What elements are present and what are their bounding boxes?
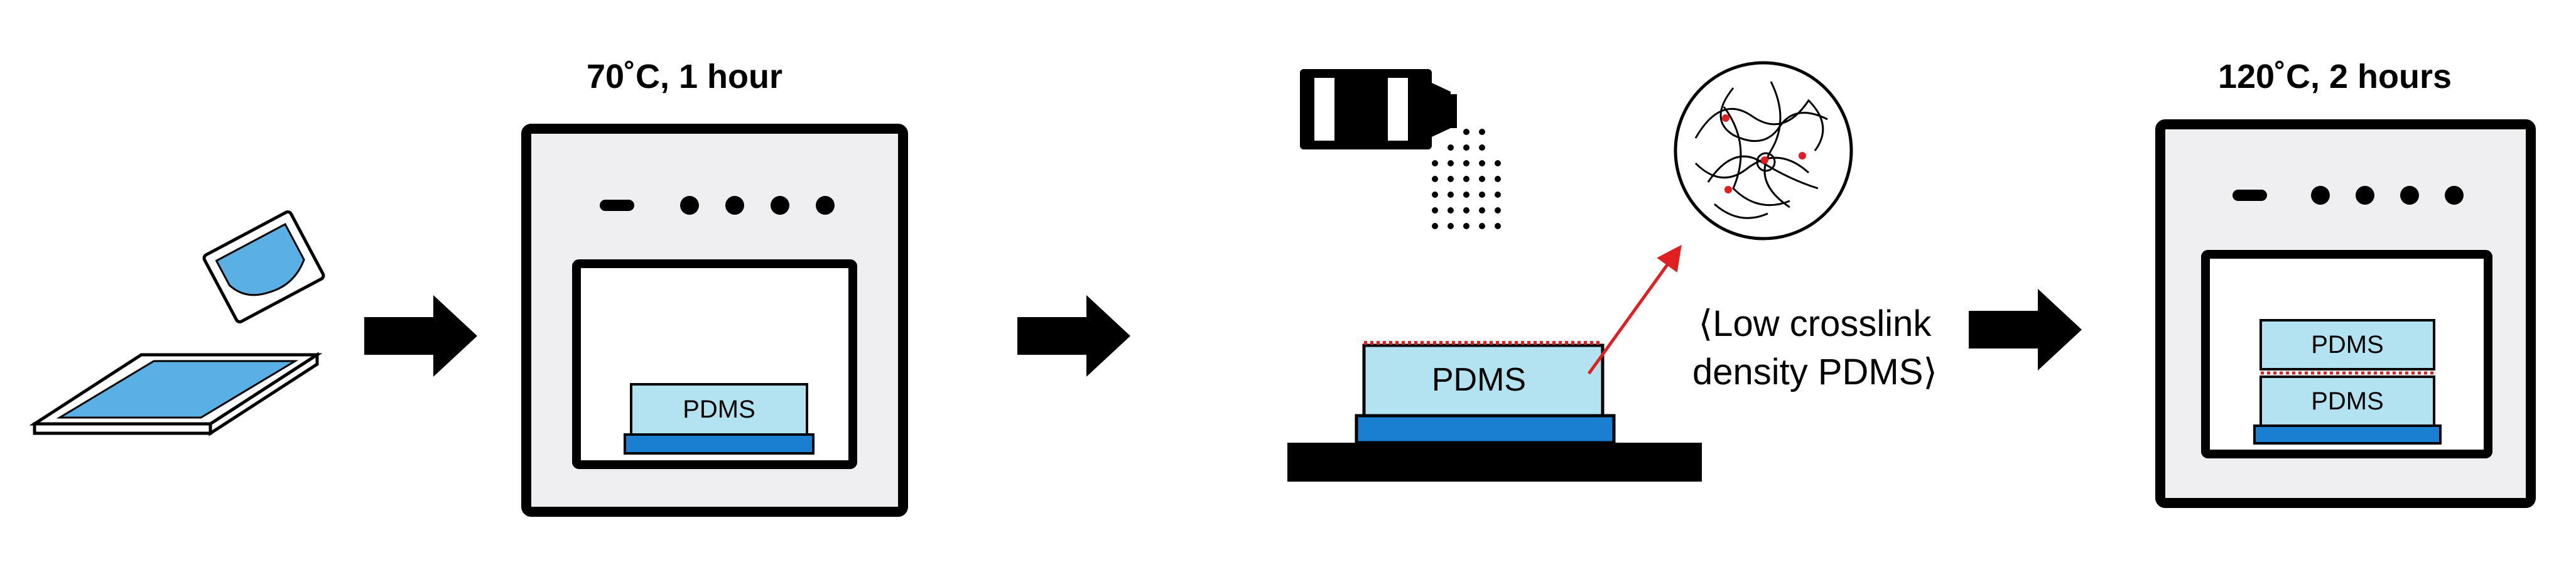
process-arrow bbox=[364, 295, 477, 377]
pdms-layer bbox=[1362, 343, 1605, 418]
pdms-label: PDMS bbox=[2311, 331, 2384, 359]
hot-plate bbox=[1287, 443, 1702, 482]
pdms-label: PDMS bbox=[1432, 362, 1526, 398]
oven-knob bbox=[2445, 186, 2464, 205]
substrate bbox=[1355, 414, 1616, 445]
callout-line-2: density PDMS⟩ bbox=[1692, 352, 1937, 392]
spray-can-icon bbox=[1300, 69, 1457, 149]
substrate bbox=[624, 433, 814, 455]
polymer-network-icon bbox=[1674, 61, 1853, 240]
zoom-arrow bbox=[1587, 244, 1682, 375]
oven-knob bbox=[2356, 186, 2374, 205]
oven-control-slot bbox=[2232, 190, 2267, 201]
pdms-layer bbox=[630, 383, 808, 436]
callout-line-1: ⟨Low crosslink bbox=[1699, 303, 1932, 344]
pdms-label: PDMS bbox=[683, 396, 755, 423]
oven-knob bbox=[2400, 186, 2419, 205]
oven-knob bbox=[2311, 186, 2330, 205]
substrate bbox=[2253, 424, 2442, 445]
spray-step: PDMS ⟨Low crosslink d bbox=[1287, 61, 1937, 482]
pdms-label: PDMS bbox=[2311, 387, 2384, 415]
oven-step-2: 120˚C, 2 hours PDMS PDMS bbox=[2155, 58, 2536, 508]
step4-title: 120˚C, 2 hours bbox=[2218, 58, 2452, 95]
step1-title: 70˚C, 1 hour bbox=[587, 58, 782, 95]
pdms-layer-bottom bbox=[2259, 376, 2435, 427]
pouring-illustration bbox=[29, 210, 325, 436]
oven-knob bbox=[816, 196, 835, 215]
oven-knob bbox=[725, 196, 744, 215]
process-arrow bbox=[1017, 295, 1130, 377]
pdms-layer-top bbox=[2259, 319, 2435, 370]
pouring-cup-icon bbox=[202, 210, 325, 323]
process-arrow bbox=[1969, 289, 2082, 370]
oven-knob bbox=[680, 196, 699, 215]
oven-step-1: 70˚C, 1 hour PDMS bbox=[521, 58, 908, 517]
oven-control-slot bbox=[600, 200, 634, 211]
spray-mist bbox=[1432, 129, 1501, 229]
tray-icon bbox=[29, 352, 323, 436]
oven-knob bbox=[771, 196, 789, 215]
